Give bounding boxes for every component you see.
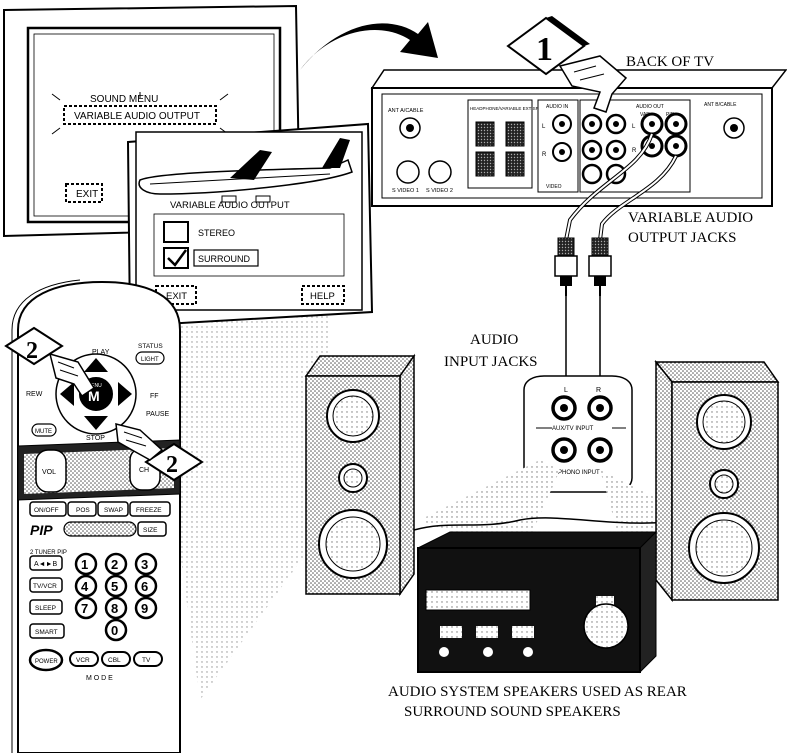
pause-label: PAUSE: [146, 411, 170, 418]
var-r-label: R: [632, 148, 637, 154]
two-tuner-pip-label: 2 TUNER PIP: [30, 550, 67, 556]
step-1-number: 1: [536, 31, 553, 68]
pip-label: PIP: [30, 522, 53, 538]
caption-line-1: AUDIO SYSTEM SPEAKERS USED AS REAR: [388, 684, 687, 700]
digit-5-label: 5: [111, 579, 118, 594]
ch-label: CH: [139, 467, 149, 474]
digit-4-label: 4: [81, 579, 89, 594]
stop-label: STOP: [86, 435, 105, 442]
sound-menu-exit[interactable]: EXIT: [76, 189, 98, 200]
status-label: STATUS: [138, 343, 163, 350]
ant-b-label: ANT B/CABLE: [704, 102, 737, 108]
digit-1-label: 1: [81, 557, 88, 572]
digit-3-label: 3: [141, 557, 148, 572]
digit-7-label: 7: [81, 601, 88, 616]
ff-label: FF: [150, 393, 159, 400]
on-off-label: ON/OFF: [34, 507, 59, 514]
vcr-label: VCR: [76, 657, 90, 664]
smart-label: SMART: [35, 629, 58, 636]
freeze-label: FREEZE: [136, 507, 162, 514]
left-speaker: [306, 356, 414, 594]
digit-9-label: 9: [141, 601, 148, 616]
sleep-label: SLEEP: [35, 605, 56, 612]
variable-audio-output-item[interactable]: VARIABLE AUDIO OUTPUT: [74, 111, 200, 122]
rca-plug-right: [589, 238, 611, 296]
tv-back-panel: ANT A/CABLE S VIDEO 1 S VIDEO 2 HEADPHON…: [372, 70, 786, 206]
stereo-option[interactable]: STEREO: [198, 228, 235, 238]
cbl-label: CBL: [108, 657, 121, 664]
tv-vcr-label: TV/VCR: [33, 583, 57, 590]
receiver-r-label: R: [596, 387, 601, 394]
size-label: SIZE: [143, 527, 158, 534]
audio-input-label-2: INPUT JACKS: [444, 354, 538, 370]
tv-r-label: R: [542, 152, 547, 158]
s-video-1-label: S VIDEO 1: [392, 188, 419, 194]
step-2-number-top: 2: [26, 338, 38, 364]
step-2-number-bottom: 2: [166, 452, 178, 478]
curved-arrow-icon: [300, 22, 438, 70]
power-label: POWER: [35, 659, 58, 665]
vao-menu-title: VARIABLE AUDIO OUTPUT: [170, 200, 290, 211]
volume-knob-icon: [584, 604, 628, 648]
video-label: VIDEO: [546, 184, 562, 190]
s-video-2-label: S VIDEO 2: [426, 188, 453, 194]
aux-tv-input-label: AUX/TV INPUT: [552, 426, 594, 432]
light-label: LIGHT: [141, 357, 159, 363]
ant-a-label: ANT A/CABLE: [388, 108, 424, 114]
rew-label: REW: [26, 391, 43, 398]
audio-out-label: AUDIO OUT: [636, 104, 664, 110]
digit-2-label: 2: [111, 557, 118, 572]
digit-8-label: 8: [111, 601, 118, 616]
rca-plug-left: [555, 238, 577, 296]
digit-6-label: 6: [141, 579, 148, 594]
svg-text:A◄►B: A◄►B: [34, 561, 58, 568]
mute-label: MUTE: [35, 429, 52, 435]
variable-audio-label-2: OUTPUT JACKS: [628, 230, 737, 246]
tv-label: TV: [142, 657, 151, 664]
caption-line-2: SURROUND SOUND SPEAKERS: [404, 704, 621, 720]
sound-menu-title: SOUND MENU: [90, 94, 158, 105]
mode-label: M O D E: [86, 675, 113, 682]
audio-receiver: [418, 532, 656, 672]
audio-in-label: AUDIO IN: [546, 104, 569, 110]
variable-audio-label-1: VARIABLE AUDIO: [628, 210, 753, 226]
swap-label: SWAP: [104, 507, 123, 514]
audio-input-label-1: AUDIO: [470, 332, 518, 348]
digit-0-label: 0: [111, 623, 118, 638]
variable-audio-output-screen: VARIABLE AUDIO OUTPUT STEREO SURROUND EX…: [128, 124, 372, 326]
surround-option[interactable]: SURROUND: [198, 254, 251, 264]
pos-label: POS: [76, 507, 90, 514]
vao-help[interactable]: HELP: [310, 291, 335, 302]
receiver-l-label: L: [564, 387, 568, 394]
right-speaker: [656, 362, 778, 600]
vol-label: VOL: [42, 469, 56, 476]
phono-input-label: PHONO INPUT: [558, 470, 600, 476]
back-of-tv-label: BACK OF TV: [626, 54, 714, 70]
